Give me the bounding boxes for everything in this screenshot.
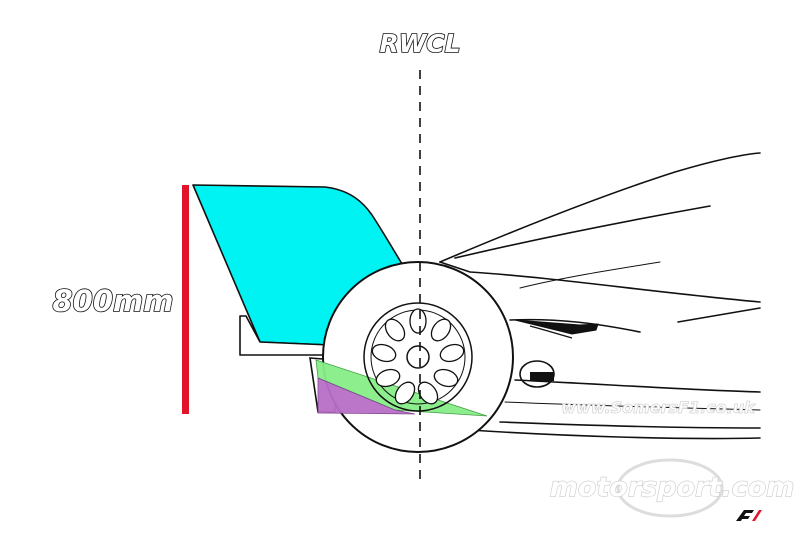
- body-swoosh: [519, 261, 661, 289]
- floor-underside: [469, 429, 761, 440]
- car-body: [439, 152, 761, 440]
- floor-edge: [504, 401, 761, 411]
- publisher-watermark: motorsport.com: [549, 458, 795, 518]
- height-label: 800mm: [53, 284, 174, 318]
- watermark-swoosh: [616, 458, 724, 518]
- f1-logo: [736, 510, 762, 521]
- sidepod-crease: [454, 205, 711, 259]
- sidepod-winglet: [514, 319, 599, 335]
- floor-line-lower: [499, 421, 761, 429]
- floor-line-upper: [514, 379, 761, 393]
- wheel-spoke-holes: [371, 308, 465, 405]
- centerline-label: RWCL: [379, 29, 460, 58]
- somersf1-credit-watermark: www.SomersF1.co.uk: [561, 398, 756, 417]
- f1-logo-mark: [736, 510, 754, 521]
- engine-cover-flank: [439, 261, 761, 303]
- height-dimension-line: [182, 185, 189, 414]
- side-panel-line: [677, 307, 761, 323]
- purple-exclusion-zone: [317, 377, 416, 415]
- rear-upper-body: [509, 318, 641, 333]
- rear-tyre: [322, 261, 514, 453]
- f1-logo-red-mark: [752, 510, 762, 521]
- publisher-watermark-text: motorsport.com: [550, 472, 795, 503]
- winglet-tail: [529, 325, 573, 339]
- engine-cover-top: [439, 152, 761, 263]
- fairing-insert: [530, 372, 554, 381]
